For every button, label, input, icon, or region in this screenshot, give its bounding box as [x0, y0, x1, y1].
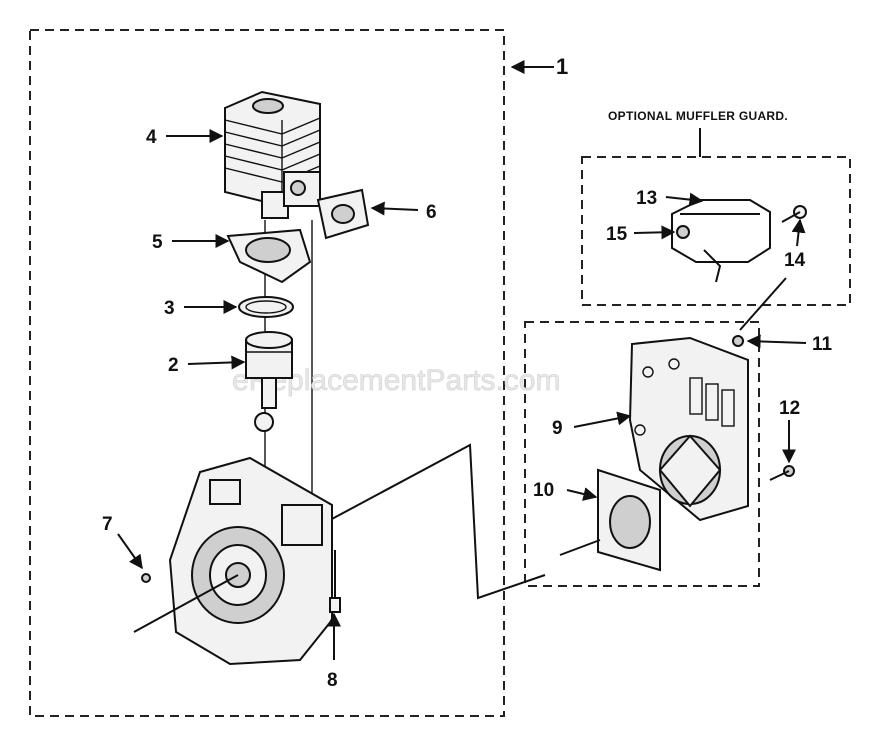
cylinder-part: [224, 90, 321, 219]
muffler-screw-part: [769, 465, 795, 481]
cylinder-gasket-part: [226, 228, 312, 284]
callout-5: 5: [152, 232, 163, 253]
callout-13: 13: [636, 188, 657, 209]
guard-screw-part: [732, 335, 744, 347]
callout-15: 15: [606, 224, 628, 245]
muffler-gasket-part: [597, 468, 661, 572]
intake-gasket-part: [316, 188, 370, 240]
callout-10: 10: [533, 480, 554, 501]
callout-6: 6: [426, 202, 437, 223]
callout-8: 8: [327, 670, 338, 691]
callout-14: 14: [784, 250, 806, 271]
assembly-frame: [29, 29, 505, 717]
callout-3: 3: [164, 298, 175, 319]
callout-11: 11: [812, 334, 833, 355]
screw-7-part: [141, 573, 151, 583]
guard-frame: [581, 156, 851, 306]
piston-part: [245, 331, 293, 432]
callout-4: 4: [146, 127, 157, 148]
callout-9: 9: [552, 418, 563, 439]
callout-2: 2: [168, 355, 179, 376]
muffler-frame: [524, 321, 760, 587]
screw-8-part: [329, 550, 341, 613]
optional-guard-label: OPTIONAL MUFFLER GUARD.: [608, 109, 788, 123]
callout-12: 12: [779, 398, 800, 419]
crankcase-part: [133, 456, 333, 666]
callout-1: 1: [556, 54, 568, 79]
callout-7: 7: [102, 514, 113, 535]
ring-part: [238, 296, 294, 318]
muffler-part: [628, 336, 749, 522]
